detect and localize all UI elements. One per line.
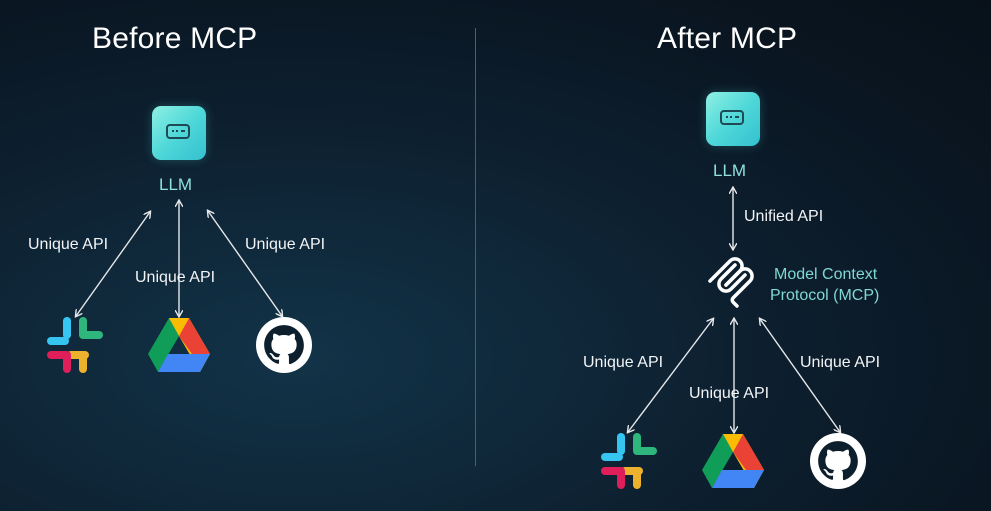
before-api-middle-label: Unique API bbox=[135, 269, 216, 286]
after-api-middle-label: Unique API bbox=[689, 385, 770, 402]
google-drive-icon bbox=[702, 434, 764, 488]
google-drive-icon bbox=[148, 318, 210, 372]
before-llm-label: LLM bbox=[159, 175, 193, 194]
slack-icon bbox=[601, 433, 657, 489]
server-icon bbox=[166, 124, 190, 139]
mcp-label-line2: Protocol (MCP) bbox=[770, 287, 880, 304]
after-api-right-label: Unique API bbox=[800, 354, 881, 371]
after-title: After MCP bbox=[657, 22, 798, 55]
slack-icon bbox=[47, 317, 103, 373]
before-api-left-label: Unique API bbox=[28, 236, 109, 253]
github-icon bbox=[810, 433, 866, 489]
center-divider bbox=[475, 28, 476, 466]
llm-server-icon-after bbox=[706, 92, 760, 146]
github-icon bbox=[256, 317, 312, 373]
unified-api-label: Unified API bbox=[744, 208, 824, 225]
after-llm-label: LLM bbox=[713, 161, 747, 180]
mcp-label: Model Context Protocol (MCP) bbox=[770, 264, 880, 306]
after-api-left-label: Unique API bbox=[583, 354, 664, 371]
server-icon bbox=[720, 110, 744, 125]
before-api-right-label: Unique API bbox=[245, 236, 326, 253]
mcp-label-line1: Model Context bbox=[774, 266, 878, 283]
mcp-logo-icon bbox=[708, 257, 754, 308]
before-title: Before MCP bbox=[92, 22, 258, 55]
llm-server-icon bbox=[152, 106, 206, 160]
arrow-after-right bbox=[760, 319, 840, 432]
arrow-after-left bbox=[628, 319, 713, 432]
arrow-before-right bbox=[208, 211, 282, 316]
arrow-before-left bbox=[76, 212, 150, 316]
